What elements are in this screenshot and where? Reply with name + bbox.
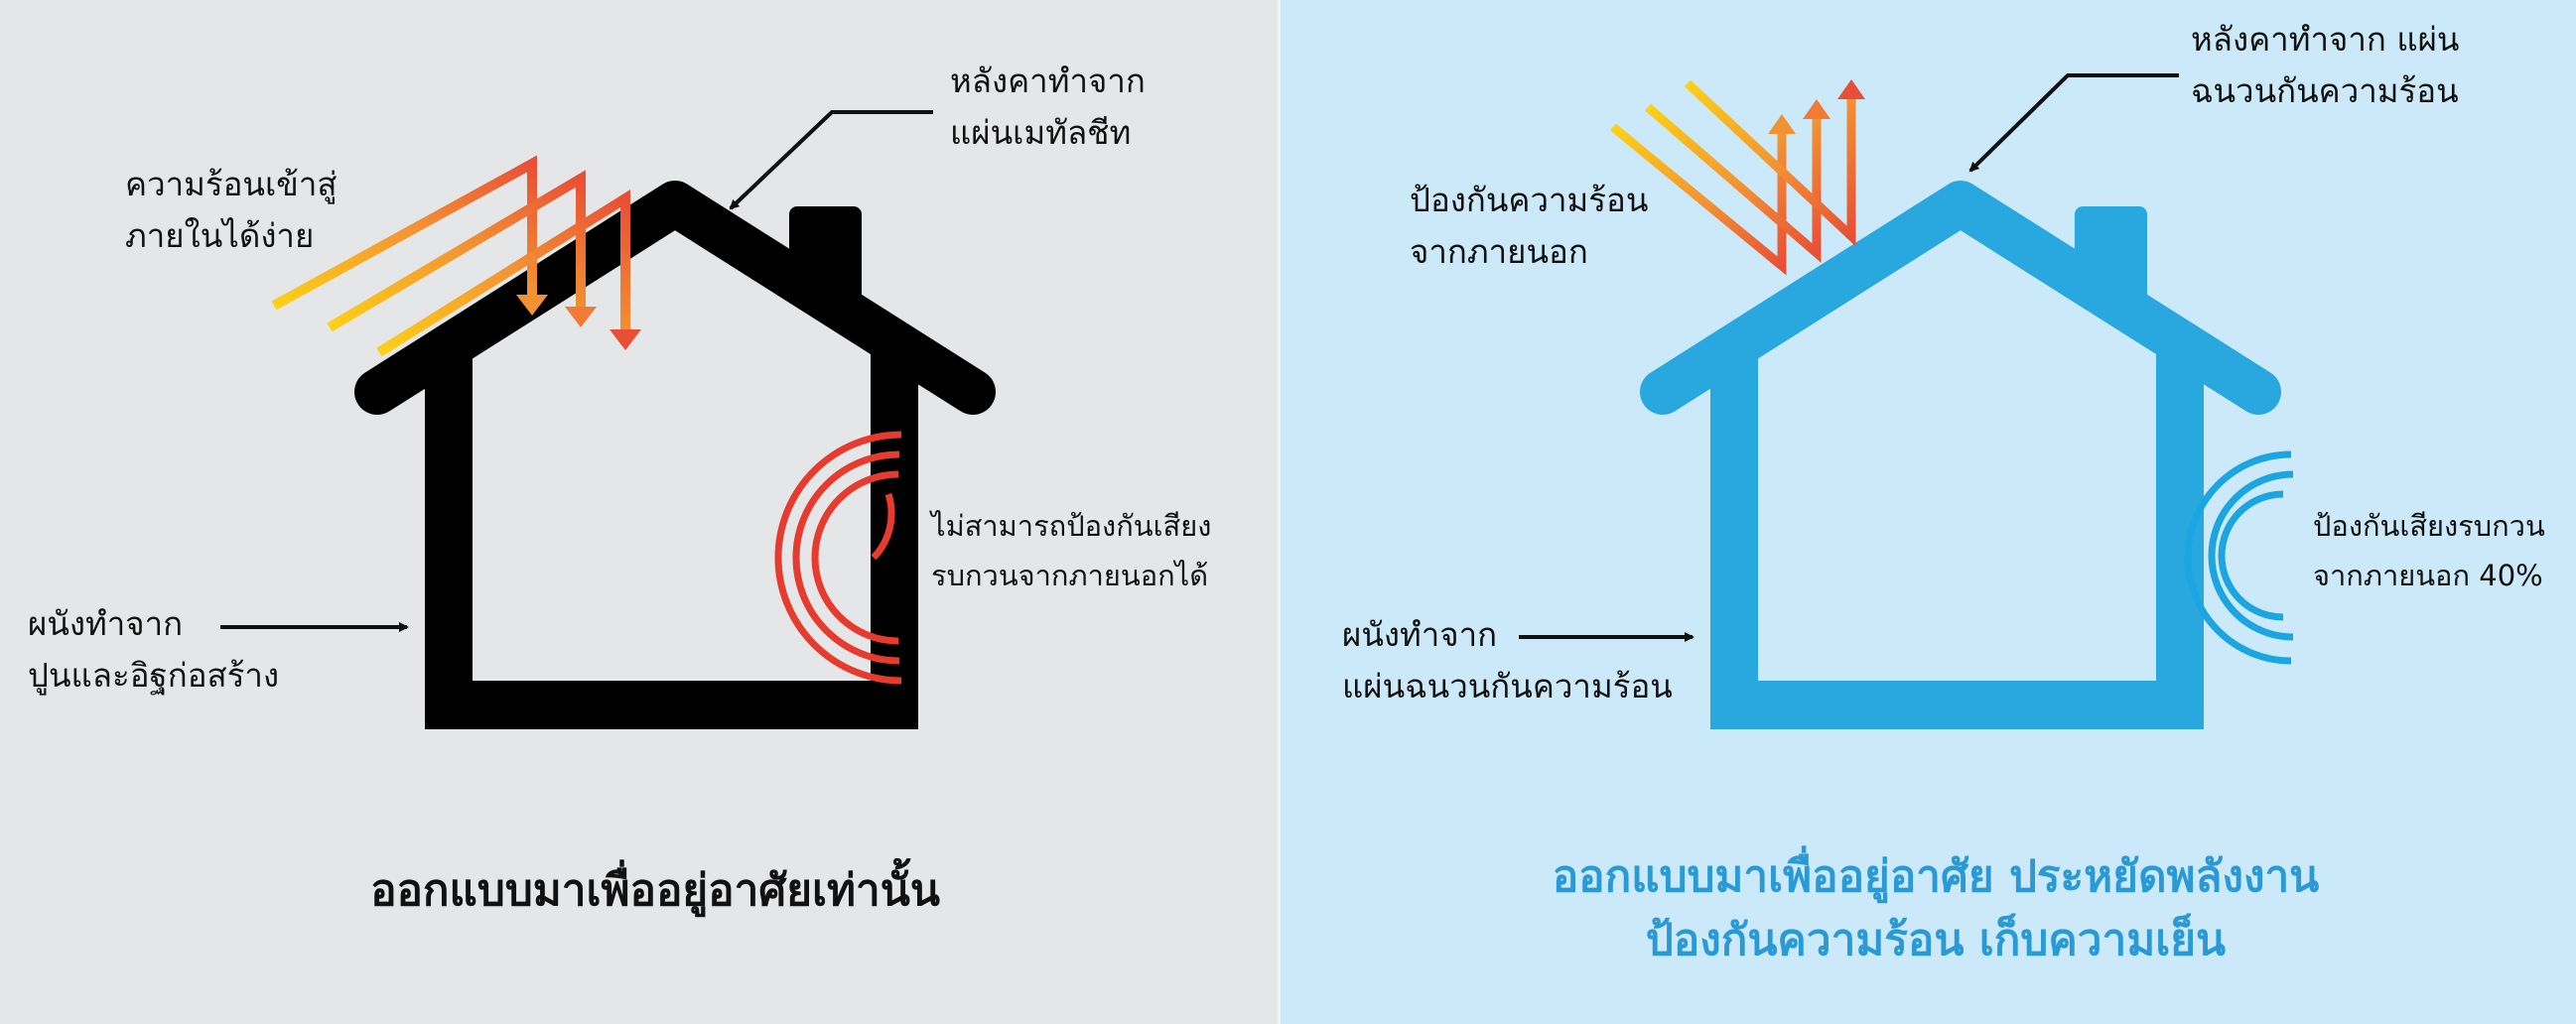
right-house-icon [1640,181,2281,729]
right-heat-label: ป้องกันความร้อน จากภายนอก [1410,181,1649,271]
left-wall-label: ผนังทำจาก ปูนและอิฐก่อสร้าง [28,604,280,695]
right-pointer-arrows [1519,73,2179,642]
left-house-icon [354,181,996,729]
right-caption: ออกแบบมาเพื่ออยู่อาศัย ประหยัดพลังงาน ป้… [1552,851,2320,965]
left-sound-label: ไม่สามารถป้องกันเสียง รบกวนจากภายนอกได้ [931,509,1212,592]
right-roof-label: หลังคาทำจาก แผ่น ฉนวนกันความร้อน [2191,20,2460,110]
left-heat-label: ความร้อนเข้าสู่ ภายในได้ง่าย [125,165,338,255]
panel-divider [1278,0,1281,1024]
right-heat-rays-icon [1610,79,1865,276]
left-pointer-arrows [220,110,933,632]
right-sound-waves-icon [2184,450,2294,665]
metal-sheet-house-panel [0,0,1280,1024]
right-wall-label: ผนังทำจาก แผ่นฉนวนกันความร้อน [1342,615,1673,705]
insulated-house-panel [1280,0,2576,1024]
left-sound-waves-icon [774,431,902,685]
left-roof-label: หลังคาทำจาก แผ่นเมทัลชีท [950,62,1146,152]
left-heat-rays-icon [271,155,641,357]
right-sound-label: ป้องกันเสียงรบกวน จากภายนอก 40% [2313,509,2545,592]
left-caption: ออกแบบมาเพื่ออยู่อาศัยเท่านั้น [370,865,940,916]
